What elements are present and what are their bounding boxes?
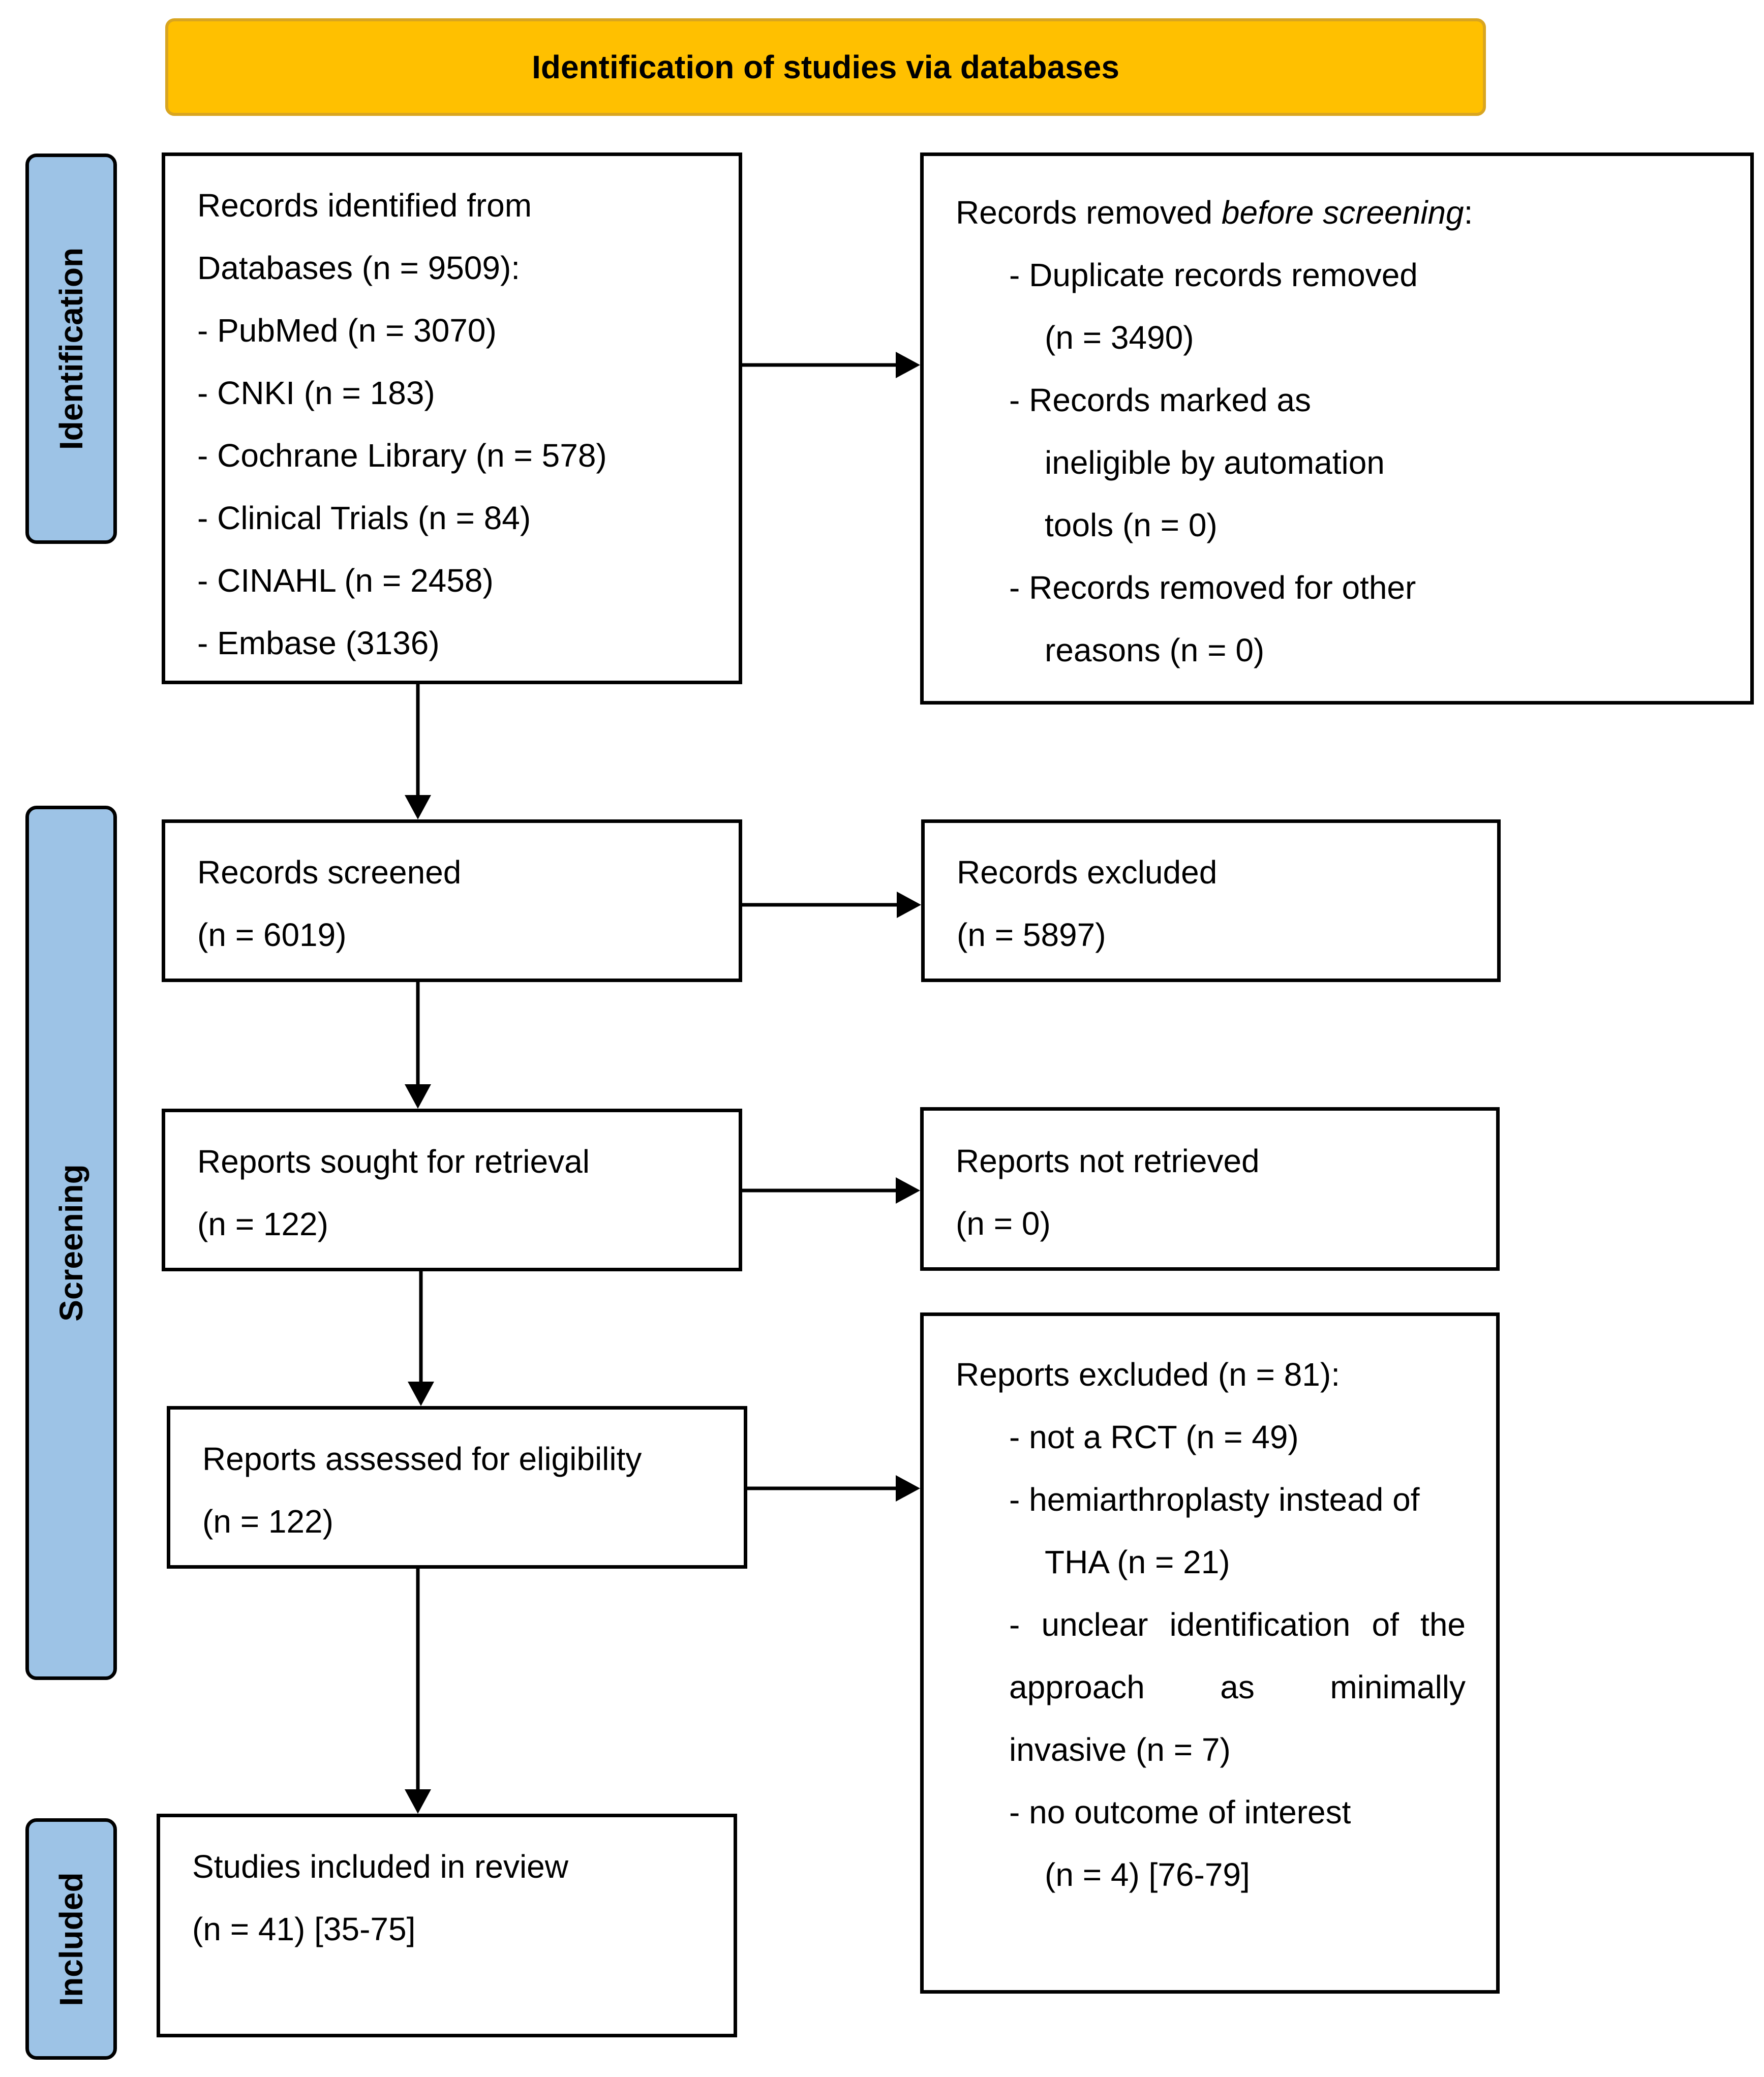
phase-screening-label: Screening [53,1164,89,1322]
reports-assessed-count: (n = 122) [202,1503,333,1540]
reports-not-retrieved-label: Reports not retrieved [956,1143,1260,1179]
arrow-assessed-to-excluded-head [896,1475,920,1502]
studies-included-count: (n = 41) [35-75] [192,1911,416,1947]
reports-assessed-label: Reports assessed for eligibility [202,1441,642,1477]
arrow-identified-to-removed-head [896,352,920,378]
phase-identification-label: Identification [53,247,89,450]
automation-removed: - Records marked as [1009,382,1311,418]
phase-identification: Identification [25,154,117,544]
source-cnki: - CNKI (n = 183) [197,375,435,411]
reports-assessed-box: Reports assessed for eligibility (n = 12… [167,1406,747,1569]
reason-no-outcome-count: (n = 4) [76-79] [1045,1856,1250,1893]
records-screened-label: Records screened [197,854,462,891]
reason-no-outcome: - no outcome of interest [1009,1794,1351,1830]
records-excluded-box: Records excluded (n = 5897) [921,819,1501,982]
records-screened-count: (n = 6019) [197,917,347,953]
automation-removed-count: tools (n = 0) [1045,507,1218,543]
reports-sought-box: Reports sought for retrieval (n = 122) [162,1109,742,1271]
records-identified-box: Records identified from Databases (n = 9… [162,152,742,684]
reports-excluded-title: Reports excluded (n = 81): [956,1356,1340,1393]
arrow-sought-to-assessed-head [408,1382,434,1406]
reason-not-rct: - not a RCT (n = 49) [1009,1419,1299,1455]
reports-not-retrieved-box: Reports not retrieved (n = 0) [920,1107,1500,1271]
records-identified-line-2: Databases (n = 9509): [197,250,521,286]
records-identified-line-1: Records identified from [197,187,532,224]
source-embase: - Embase (3136) [197,625,440,661]
phase-included-label: Included [53,1872,89,2006]
reason-unclear-approach-cont: approach as minimally [1009,1669,1466,1705]
source-cochrane: - Cochrane Library (n = 578) [197,437,607,474]
arrow-assessed-to-included-head [405,1789,431,1814]
records-removed-title-emphasis: before screening [1221,194,1464,231]
records-removed-box: Records removed before screening: - Dupl… [920,152,1754,705]
header-title: Identification of studies via databases [532,49,1119,85]
phase-screening: Screening [25,806,117,1680]
reports-excluded-box: Reports excluded (n = 81): - not a RCT (… [920,1312,1500,1994]
records-removed-title: Records removed before screening: [956,181,1750,244]
source-pubmed: - PubMed (n = 3070) [197,312,497,349]
arrow-screened-to-excluded-head [897,892,921,918]
records-removed-title-suffix: : [1464,194,1473,231]
reason-unclear-approach-count: invasive (n = 7) [1009,1731,1231,1768]
records-screened-box: Records screened (n = 6019) [162,819,742,982]
records-excluded-count: (n = 5897) [957,917,1106,953]
arrow-identified-to-screened-head [405,795,431,819]
reason-hemiarthroplasty: - hemiarthroplasty instead of [1009,1481,1420,1518]
records-removed-title-prefix: Records removed [956,194,1222,231]
arrow-sought-to-not-retrieved-head [896,1177,920,1204]
arrow-screened-to-sought-head [405,1084,431,1109]
duplicates-count: (n = 3490) [1045,319,1194,356]
other-removed-count: reasons (n = 0) [1045,632,1265,668]
source-clinical-trials: - Clinical Trials (n = 84) [197,500,531,536]
reason-unclear-approach: - unclear identification of the [1009,1606,1466,1643]
studies-included-box: Studies included in review (n = 41) [35-… [157,1814,737,2037]
reports-sought-count: (n = 122) [197,1206,328,1242]
studies-included-label: Studies included in review [192,1848,568,1885]
reports-sought-label: Reports sought for retrieval [197,1143,590,1180]
records-excluded-label: Records excluded [957,854,1218,891]
source-cinahl: - CINAHL (n = 2458) [197,562,494,599]
reason-hemiarthroplasty-count: THA (n = 21) [1045,1544,1230,1580]
reports-not-retrieved-count: (n = 0) [956,1205,1051,1242]
phase-included: Included [25,1818,117,2060]
other-removed: - Records removed for other [1009,569,1416,606]
duplicates-removed: - Duplicate records removed [1009,257,1418,293]
automation-removed-cont: ineligible by automation [1045,444,1385,481]
header-banner: Identification of studies via databases [165,18,1486,116]
